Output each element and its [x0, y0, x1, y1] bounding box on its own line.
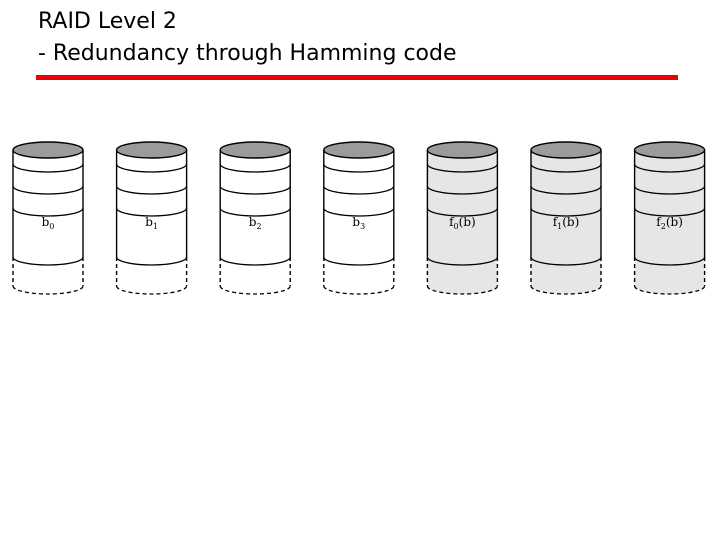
title-underline [36, 75, 678, 80]
disk-stripe-line [115, 207, 188, 217]
disk-stripe-line [115, 256, 188, 266]
disk-stripe-line [323, 185, 395, 195]
disk-label: b3 [352, 215, 365, 231]
disk-stripe-line [12, 207, 84, 217]
disk-stripe-line [115, 163, 188, 173]
disk-stripe-line [219, 207, 291, 217]
disk-stripe-line [12, 185, 84, 195]
disk-body [116, 150, 187, 294]
disk-label: f2(b) [656, 215, 683, 231]
disk-top-cap [426, 141, 499, 159]
disk-stripe-line [530, 163, 602, 173]
disk-stripe-line [530, 185, 602, 195]
disk-stripe-line [426, 256, 499, 266]
disk-data-3: b3 [323, 141, 395, 295]
disk-stripe-line [426, 163, 499, 173]
disk-stripe-line [323, 207, 395, 217]
disk-data-2: b2 [219, 141, 291, 295]
disk-data-0: b0 [12, 141, 84, 295]
disk-label: f0(b) [449, 215, 476, 231]
disk-label: b1 [145, 215, 158, 231]
disk-stripe-line [323, 256, 395, 266]
disk-body [323, 150, 394, 294]
title-line-1: RAID Level 2 [38, 9, 177, 34]
disk-stripe-line [323, 163, 395, 173]
disk-stripe-line [219, 163, 291, 173]
disk-stripe-line [633, 256, 706, 266]
disk-body [13, 150, 83, 294]
disk-stripe-line [633, 185, 706, 195]
disk-check-4: f0(b) [426, 141, 499, 295]
disk-stripe-line [219, 185, 291, 195]
disk-stripe-line [115, 185, 188, 195]
disk-stripe-line [12, 163, 84, 173]
disk-stripe-line [633, 163, 706, 173]
disk-label: f1(b) [553, 215, 580, 231]
disk-stripe-line [12, 256, 84, 266]
disk-check-5: f1(b) [530, 141, 602, 295]
disk-stripe-line [633, 207, 706, 217]
disk-top-cap [633, 141, 706, 159]
disk-body [531, 150, 601, 294]
disk-body [427, 150, 498, 294]
disk-body [220, 150, 291, 294]
disk-stripe-line [426, 185, 499, 195]
disk-data-1: b1 [115, 141, 188, 295]
disk-stripe-line [219, 256, 291, 266]
disk-top-cap [530, 141, 602, 159]
disk-stripe-line [426, 207, 499, 217]
disk-label: b0 [42, 215, 55, 231]
disk-top-cap [115, 141, 188, 159]
disk-label: b2 [249, 215, 262, 231]
disk-stripe-line [530, 207, 602, 217]
title-line-2: - Redundancy through Hamming code [38, 41, 457, 66]
disk-top-cap [219, 141, 291, 159]
disk-check-6: f2(b) [633, 141, 706, 295]
disk-top-cap [323, 141, 395, 159]
disk-stripe-line [530, 256, 602, 266]
disk-top-cap [12, 141, 84, 159]
disk-body [634, 150, 705, 294]
slide-title: RAID Level 2 - Redundancy through Hammin… [38, 6, 457, 70]
